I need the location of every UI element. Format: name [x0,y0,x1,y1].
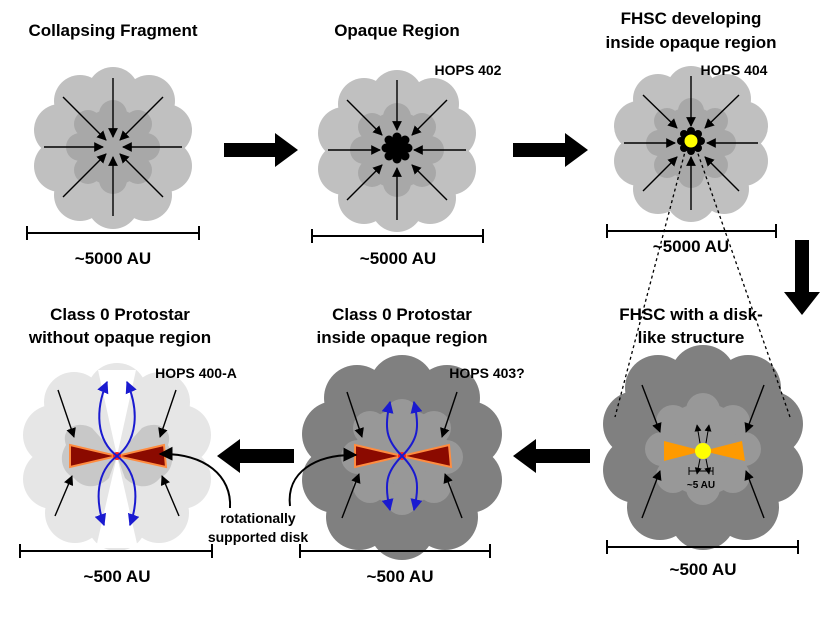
scale-label: ~5000 AU [75,249,151,268]
fhsc-core [695,443,711,459]
cloud-core [645,393,761,505]
disk-label: supported disk [208,529,309,545]
source-tag: HOPS 403? [449,365,524,381]
transition-arrow-4 [513,439,590,473]
cloud-core [61,424,173,487]
inner-scale-label: ~5 AU [687,480,715,491]
disk-label-pointers [158,446,358,509]
transition-arrow-2 [513,133,588,167]
source-tag: HOPS 404 [701,62,768,78]
fhsc-core [684,134,698,148]
panel-fhsc-disk [603,345,803,550]
disk-label: rotationally [220,510,296,526]
scale-label: ~500 AU [670,560,737,579]
transition-arrow-1 [224,133,298,167]
panel-title: without opaque region [28,328,211,347]
scale-label: ~500 AU [84,567,151,586]
transition-arrow-5 [217,439,294,473]
panel-class0-no-opaque [23,363,211,551]
scale-label: ~5000 AU [653,237,729,256]
outflow-streamlines [94,380,140,527]
infall-arrows [624,76,758,210]
infall-arrows [328,80,466,220]
infall-arrows [341,391,463,519]
panel-title: like structure [638,328,745,347]
panel-collapsing-fragment [34,67,192,229]
panel-title: Class 0 Protostar [50,305,190,324]
panel-fhsc-developing [614,66,768,222]
panel-class0-opaque [302,355,502,560]
transition-arrow-3 [784,240,820,315]
outflow-streamlines [381,400,423,512]
panel-title: inside opaque region [317,328,488,347]
infall-arrows [44,78,182,216]
opaque-core [381,132,413,164]
panel-title: Opaque Region [334,21,460,40]
infall-arrows [641,384,765,519]
source-tag: HOPS 400-A [155,365,237,381]
panel-title: FHSC developing [621,9,762,28]
panel-title: Class 0 Protostar [332,305,472,324]
panel-title: Collapsing Fragment [28,21,197,40]
scale-label: ~5000 AU [360,249,436,268]
scale-bars [19,224,799,558]
source-tag: HOPS 402 [435,62,502,78]
scale-label: ~500 AU [367,567,434,586]
infall-arrows [54,389,180,517]
panel-title: FHSC with a disk- [619,305,763,324]
panel-title: inside opaque region [606,33,777,52]
zoom-lines [614,147,791,418]
inner-scale-bar [688,467,714,475]
panel-opaque-region [318,70,476,232]
